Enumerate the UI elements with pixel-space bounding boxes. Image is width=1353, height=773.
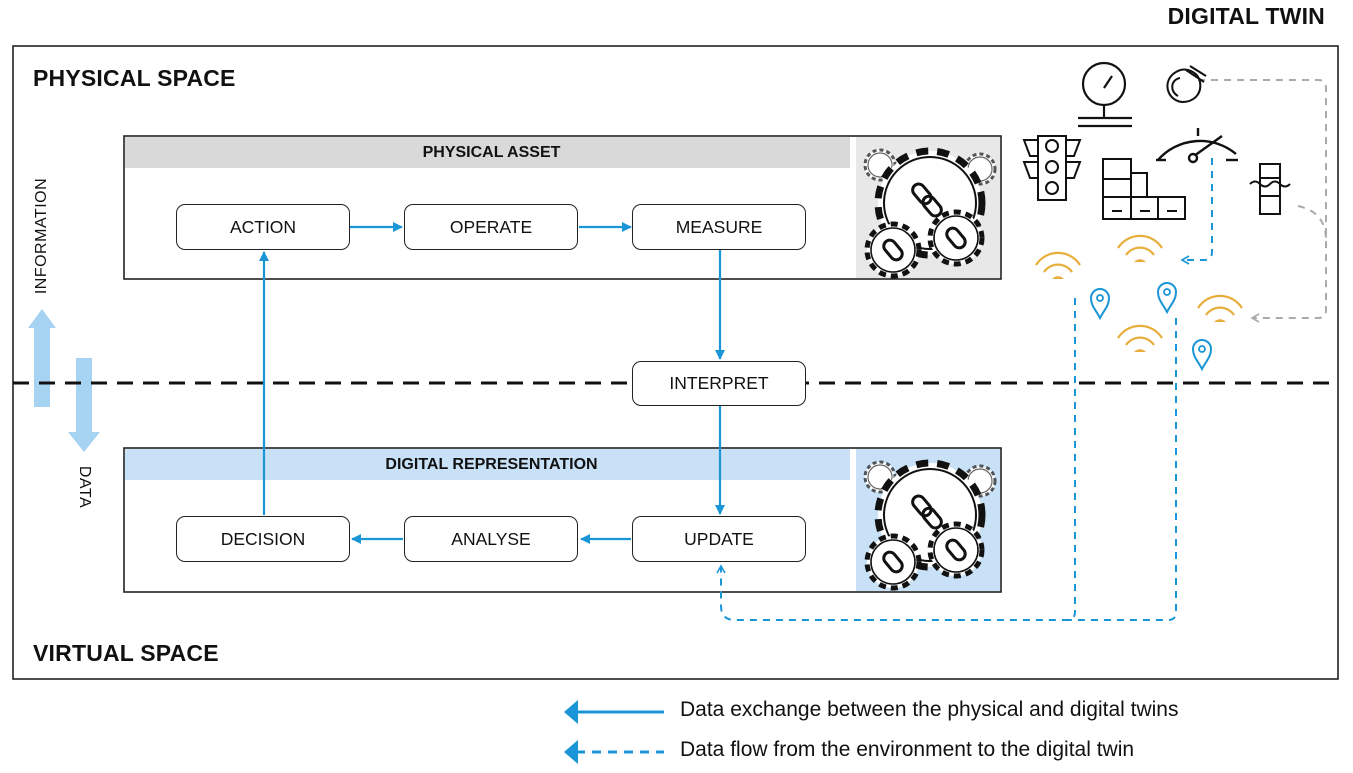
step-analyse: ANALYSE: [404, 516, 578, 562]
wifi-signal-icon: [1196, 294, 1244, 324]
location-pin-icon: [1192, 339, 1212, 370]
step-operate: OPERATE: [404, 204, 578, 250]
environment-gray-flow: [1297, 205, 1327, 241]
traffic-light-icon: [1022, 135, 1082, 201]
step-action: ACTION: [176, 204, 350, 250]
data-label: DATA: [76, 465, 93, 509]
sensor-icon: [1166, 65, 1207, 104]
legend-dashed-label: Data flow from the environment to the di…: [680, 738, 1135, 761]
page-title: DIGITAL TWIN: [1167, 3, 1325, 29]
data-down-arrow: [68, 358, 100, 452]
solid-flow-arrows: [259, 222, 725, 544]
physical-asset-header: PHYSICAL ASSET: [422, 144, 561, 161]
legend-solid-arrow: [564, 700, 664, 724]
virtual-space-label: VIRTUAL SPACE: [33, 640, 219, 666]
information-label: INFORMATION: [33, 177, 50, 295]
outer-frame: [12, 45, 1339, 680]
step-interpret: INTERPRET: [632, 361, 806, 406]
physical-space-label: PHYSICAL SPACE: [33, 65, 236, 91]
water-level-icon: [1249, 163, 1291, 215]
legend-solid-label: Data exchange between the physical and d…: [680, 698, 1179, 721]
digital-representation-header: DIGITAL REPRESENTATION: [385, 456, 598, 473]
step-measure: MEASURE: [632, 204, 806, 250]
legend-dashed-arrow: [564, 740, 664, 764]
environment-data-flow: [716, 158, 1213, 621]
step-update: UPDATE: [632, 516, 806, 562]
location-pin-icon: [1157, 282, 1177, 313]
speedometer-icon: [1156, 128, 1238, 164]
step-decision: DECISION: [176, 516, 350, 562]
boxes-icon: [1102, 158, 1186, 220]
wifi-signal-icon: [1116, 324, 1164, 354]
location-pin-icon: [1090, 288, 1110, 319]
wifi-signal-icon: [1034, 251, 1082, 281]
pressure-gauge-icon: [1078, 61, 1132, 128]
wifi-signal-icon: [1116, 234, 1164, 264]
environment-gray-flow: [1198, 79, 1327, 323]
information-up-arrow: [28, 309, 56, 407]
